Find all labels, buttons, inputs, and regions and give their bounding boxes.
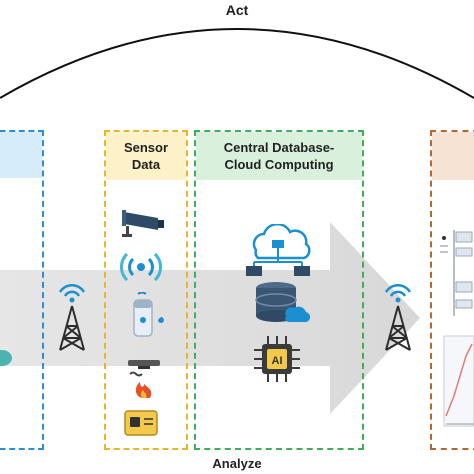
ai-chip-icon: AI [254, 336, 300, 382]
wireless-signal-icon [120, 252, 162, 282]
cloud-computing-panel [194, 130, 364, 450]
cctv-camera-icon [122, 210, 164, 237]
right-tower-icon [384, 283, 412, 351]
water-sensor-icon [133, 292, 164, 337]
left-partial-icon [0, 350, 12, 366]
smoke-fire-detector-icon [128, 360, 160, 398]
act-label: Act [225, 2, 249, 18]
sensor-data-panel [104, 130, 188, 450]
left-tower-icon [58, 283, 86, 351]
sensor-title-line1: Sensor [123, 140, 169, 155]
database-icon [255, 282, 310, 323]
sensor-title-line2: Data [131, 157, 161, 172]
analyze-label: Analyze [212, 456, 262, 471]
left-panel [0, 130, 44, 450]
sensor-data-header: Sensor Data [106, 132, 186, 180]
chip-card-icon [124, 410, 158, 436]
right-panel-header [432, 132, 474, 180]
cloud-title-line1: Central Database- [223, 140, 335, 155]
cloud-network-icon [246, 224, 311, 276]
cloud-title-line2: Cloud Computing [224, 157, 334, 172]
left-panel-header [0, 132, 42, 178]
right-panel-dashboard-graphic [436, 226, 474, 446]
cloud-computing-header: Central Database- Cloud Computing [196, 132, 362, 180]
right-panel [430, 130, 474, 450]
svg-text:AI: AI [272, 355, 283, 367]
